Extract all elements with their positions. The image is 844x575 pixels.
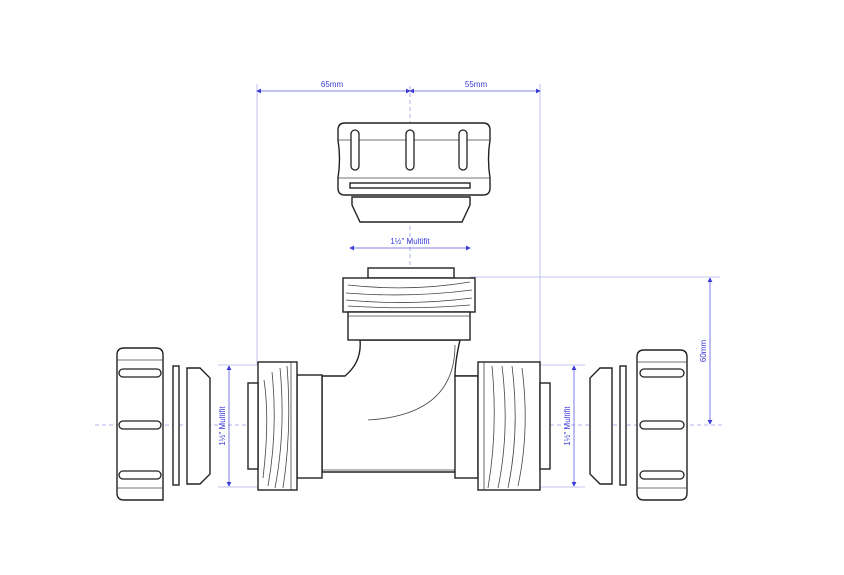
top-compression-nut — [337, 122, 491, 196]
dimension-label: 1½" Multifit — [390, 237, 430, 246]
top-port-collar — [347, 311, 471, 341]
tee-body — [247, 267, 551, 491]
dimension-label: 60mm — [699, 340, 708, 363]
dimension-label: 65mm — [321, 80, 344, 89]
dimension-65mm: 65mm — [256, 80, 411, 94]
dimension-55mm: 55mm — [409, 80, 541, 94]
top-washer — [349, 182, 471, 189]
right-port-thread — [477, 361, 541, 491]
top-port-lip — [367, 267, 455, 279]
right-cone-seal — [589, 367, 613, 485]
dimension-label: 1½" Multifit — [563, 406, 572, 446]
left-compression-nut — [116, 347, 164, 501]
right-port-collar — [454, 375, 479, 479]
right-washer — [619, 365, 627, 486]
left-port-collar — [296, 374, 323, 479]
dimension-left-port: 1½" Multifit — [218, 365, 232, 487]
left-cone-seal — [186, 367, 211, 485]
dimension-60mm: 60mm — [699, 277, 713, 425]
dimension-label: 55mm — [465, 80, 488, 89]
top-cone-seal — [351, 196, 471, 223]
left-washer — [172, 365, 180, 486]
right-compression-nut — [636, 349, 688, 501]
dimension-top-port: 1½" Multifit — [349, 237, 471, 251]
dimension-label: 1½" Multifit — [218, 406, 227, 446]
dimension-right-port: 1½" Multifit — [563, 365, 577, 487]
